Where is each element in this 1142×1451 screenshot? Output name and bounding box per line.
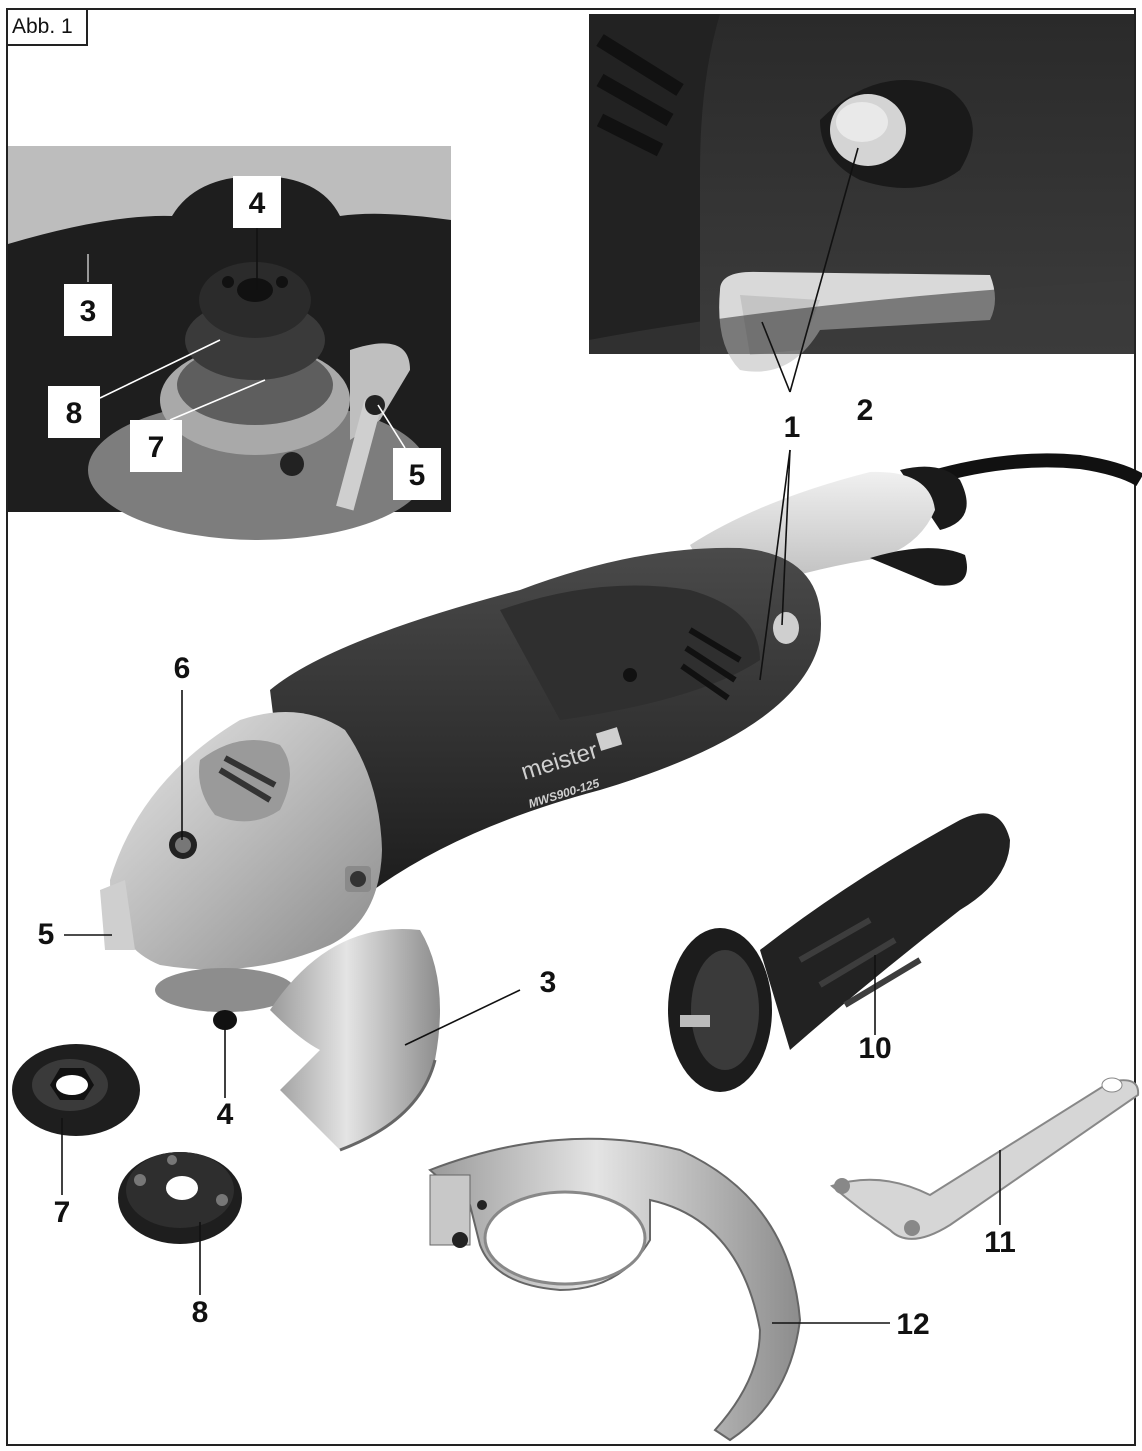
main-callouts: 1 2 6 5 3 4 7 8 10 11 12 bbox=[38, 394, 1016, 1341]
detail-photo-spindle bbox=[8, 146, 451, 540]
callout-8: 8 bbox=[192, 1296, 209, 1329]
detail-callout-4: 4 bbox=[249, 187, 266, 220]
detail-callout-8: 8 bbox=[66, 397, 83, 430]
callout-3: 3 bbox=[540, 966, 557, 999]
callout-lines bbox=[61, 449, 1001, 1324]
callout-6: 6 bbox=[174, 652, 191, 685]
figure-label: Abb. 1 bbox=[6, 8, 88, 46]
detail-callout-5: 5 bbox=[409, 459, 426, 492]
callout-10: 10 bbox=[858, 1032, 891, 1065]
callout-1: 1 bbox=[784, 411, 801, 444]
figure-frame bbox=[6, 8, 1136, 1446]
callout-2: 2 bbox=[857, 394, 874, 427]
callout-11: 11 bbox=[984, 1226, 1016, 1259]
detail-callout-7: 7 bbox=[148, 431, 165, 464]
callout-7: 7 bbox=[54, 1196, 71, 1229]
detail-photo-switch bbox=[589, 14, 1134, 372]
detail-callout-3: 3 bbox=[80, 295, 97, 328]
angle-grinder-main: meister MWS900-125 bbox=[100, 453, 1142, 1152]
part-spanner-11 bbox=[830, 1077, 1140, 1240]
detail-callouts: 4 3 8 7 5 bbox=[48, 176, 441, 500]
part-aux-handle-10 bbox=[668, 813, 1010, 1092]
part-guard-12 bbox=[428, 1137, 802, 1442]
callout-12: 12 bbox=[896, 1308, 929, 1341]
callout-4: 4 bbox=[217, 1098, 234, 1131]
part-nut-8 bbox=[118, 1152, 242, 1244]
callout-5: 5 bbox=[38, 918, 55, 951]
part-flange-7 bbox=[12, 1044, 140, 1136]
